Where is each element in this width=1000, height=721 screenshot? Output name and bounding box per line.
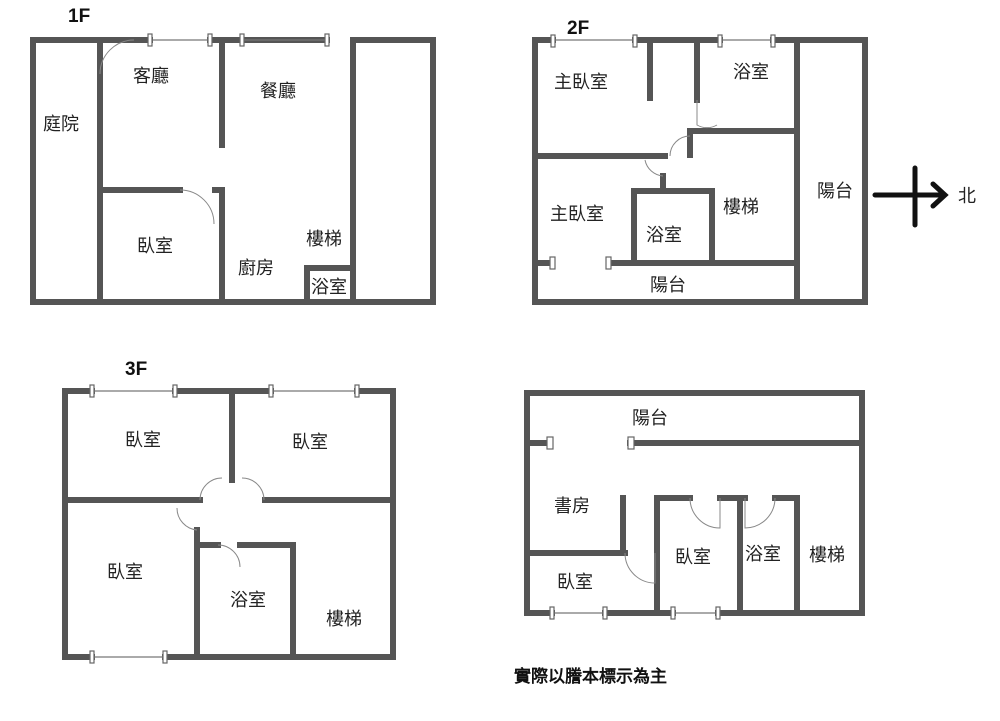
floor-3-title: 3F (125, 359, 147, 380)
floor-2-plan: 2F 主臥室 浴室 主臥室 浴室 樓梯 陽台 陽台 (532, 18, 868, 305)
floor-1-plan: 1F 庭院 客廳 餐廳 臥室 廚房 樓梯 浴室 (30, 6, 436, 305)
north-label: 北 (958, 186, 976, 207)
room-label: 庭院 (43, 114, 79, 135)
room-label: 臥室 (107, 562, 143, 583)
room-label: 陽台 (632, 408, 668, 429)
north-arrow-icon (872, 165, 949, 228)
room-label: 主臥室 (554, 72, 608, 93)
room-label: 樓梯 (326, 609, 362, 630)
room-label: 浴室 (646, 225, 682, 246)
room-label: 臥室 (675, 547, 711, 568)
room-label: 浴室 (745, 544, 781, 565)
floor-1-title: 1F (68, 6, 90, 27)
room-label: 浴室 (311, 277, 347, 298)
room-label: 客廳 (133, 66, 169, 87)
room-label: 臥室 (292, 432, 328, 453)
room-label: 樓梯 (809, 545, 845, 566)
room-label: 臥室 (137, 236, 173, 257)
room-label: 陽台 (817, 181, 853, 202)
room-label: 臥室 (125, 430, 161, 451)
room-label: 廚房 (238, 257, 274, 279)
floor-3-plan: 3F 臥室 臥室 臥室 浴室 樓梯 (62, 359, 396, 664)
room-label: 餐廳 (260, 81, 296, 102)
room-label: 樓梯 (723, 197, 759, 218)
floor-2-title: 2F (567, 18, 589, 39)
room-label: 陽台 (650, 275, 686, 296)
room-label: 書房 (554, 496, 590, 517)
room-label: 臥室 (557, 572, 593, 593)
floor-4-plan: 陽台 書房 臥室 臥室 浴室 樓梯 (524, 390, 865, 620)
room-label: 主臥室 (550, 204, 604, 225)
room-label: 浴室 (733, 62, 769, 83)
room-label: 浴室 (230, 590, 266, 611)
disclaimer-note: 實際以謄本標示為主 (514, 666, 667, 687)
room-label: 樓梯 (306, 229, 342, 250)
